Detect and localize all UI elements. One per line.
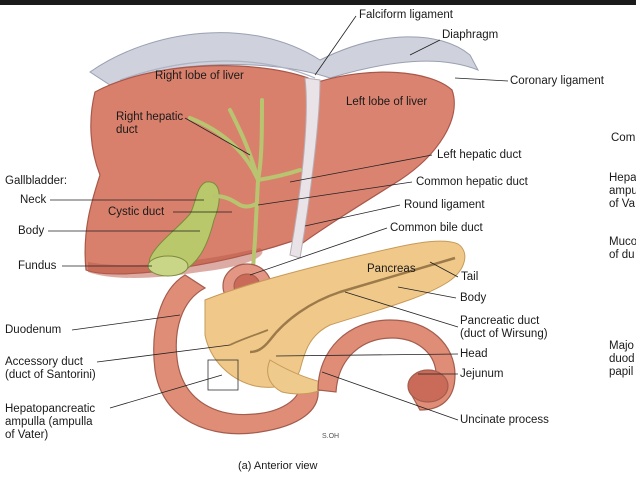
label-left-hepatic-duct: Left hepatic duct — [437, 149, 522, 161]
side-fragment-4: Majo duod papil — [609, 340, 635, 378]
accessory-duct-path — [229, 329, 269, 346]
label-uncinate-process: Uncinate process — [460, 414, 549, 426]
pancreas-shape — [204, 240, 466, 388]
label-right-lobe-of-liver: Right lobe of liver — [155, 70, 244, 82]
label-round-ligament: Round ligament — [404, 199, 485, 211]
jejunum-opening — [407, 369, 449, 403]
cystic-duct-path — [212, 194, 258, 209]
label-accessory-duct: Accessory duct (duct of Santorini) — [5, 356, 96, 381]
label-pancreas-body: Body — [460, 292, 487, 304]
leader-lines — [48, 15, 509, 421]
diaphragm-shape — [89, 32, 480, 86]
pancreatic-duct-path — [249, 256, 456, 354]
label-duodenum: Duodenum — [5, 324, 62, 336]
side-fragment-1: Com — [611, 132, 636, 144]
uncinate-process-shape — [267, 359, 332, 395]
hepatic-duct-tree — [188, 98, 302, 242]
label-jejunum: Jejunum — [460, 368, 504, 380]
label-pancreas: Pancreas — [367, 263, 416, 275]
label-common-bile-duct: Common bile duct — [390, 222, 483, 234]
label-coronary-ligament: Coronary ligament — [510, 75, 604, 87]
gallbladder-fundus-shape — [147, 255, 189, 277]
label-gallbladder: Gallbladder: — [5, 175, 68, 187]
label-neck: Neck — [20, 194, 47, 206]
label-pancreas-tail: Tail — [461, 271, 479, 283]
ampulla-inset-box — [207, 359, 239, 391]
label-fundus: Fundus — [18, 260, 57, 272]
label-falciform-ligament: Falciform ligament — [359, 9, 453, 21]
top-border — [0, 0, 636, 5]
label-left-lobe-of-liver: Left lobe of liver — [346, 96, 428, 108]
illustrator-signature: S.OH — [322, 433, 339, 440]
label-hepatopancreatic-ampulla: Hepatopancreatic ampulla (ampulla of Vat… — [5, 403, 96, 441]
diaphragm-fold — [119, 60, 316, 81]
side-fragment-3: Muco of du — [609, 236, 636, 261]
label-common-hepatic-duct: Common hepatic duct — [416, 176, 528, 188]
label-diaphragm: Diaphragm — [442, 29, 499, 41]
side-fragment-2: Hepa ampu of Va — [609, 172, 636, 210]
label-pancreatic-duct: Pancreatic duct (duct of Wirsung) — [460, 315, 548, 340]
label-right-hepatic-duct: Right hepatic duct — [116, 111, 184, 136]
jejunum-shape — [317, 319, 456, 411]
duodenum-shape — [153, 274, 319, 435]
label-pancreas-head: Head — [460, 348, 488, 360]
label-cystic-duct: Cystic duct — [108, 206, 165, 218]
figure-caption: (a) Anterior view — [238, 460, 318, 472]
label-gallbladder-body: Body — [18, 225, 45, 237]
